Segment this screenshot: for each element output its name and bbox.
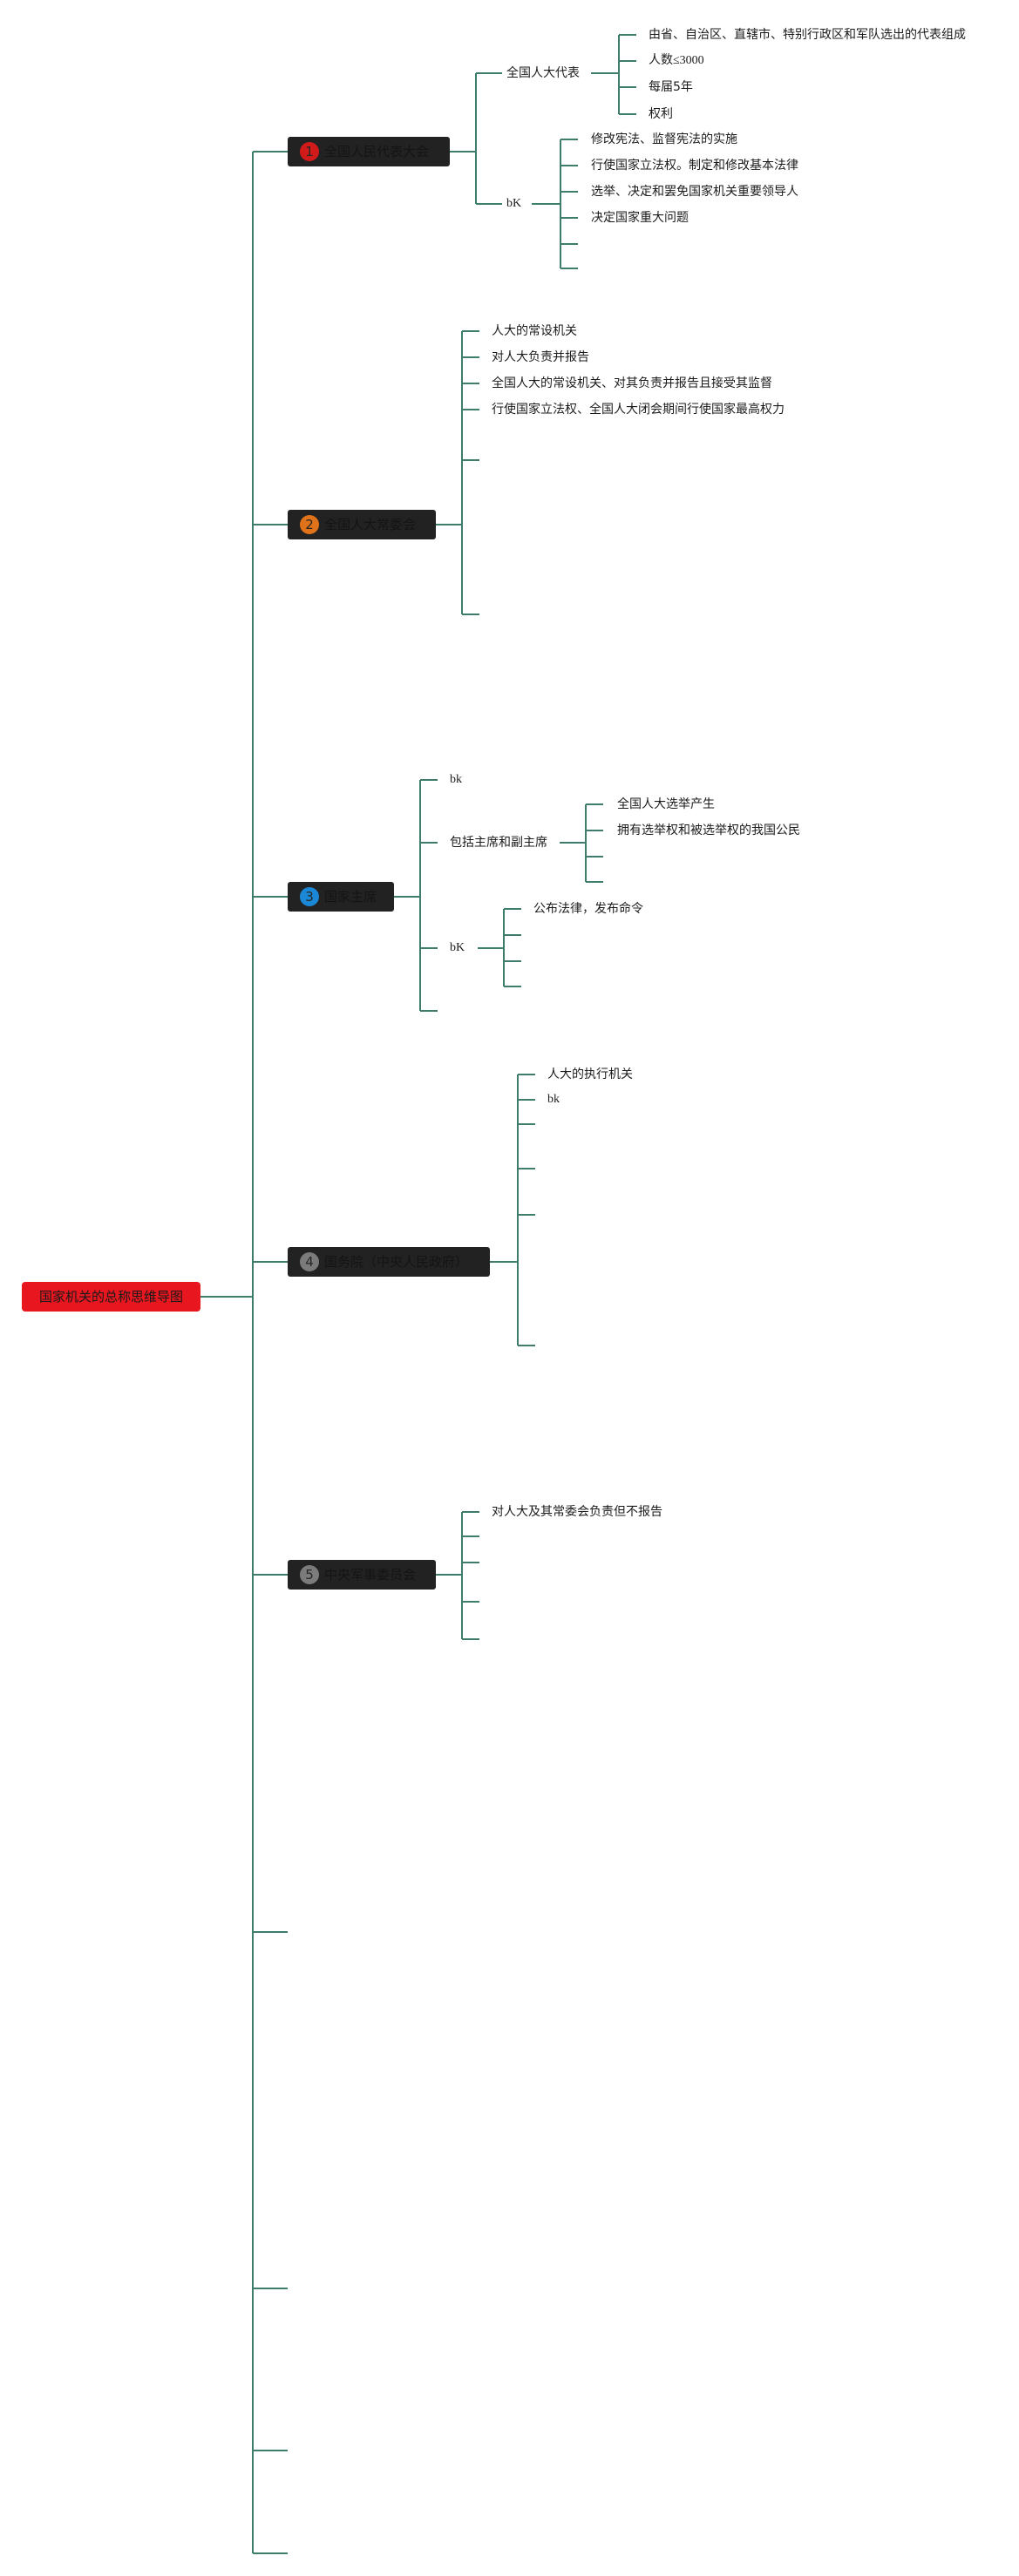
node-legislative-power[interactable]: 行使国家立法权、全国人大闭会期间行使国家最高权力 <box>492 403 785 417</box>
root-topic[interactable]: 国家机关的总称思维导图 <box>22 1282 200 1312</box>
branch-label: 全国人民代表大会 <box>324 144 430 159</box>
node-deputies-number[interactable]: 人数≤3000 <box>649 54 704 67</box>
branch-npc-standing-committee[interactable]: 2 全国人大常委会 <box>288 510 436 539</box>
node-npc-powers[interactable]: bK <box>506 197 522 210</box>
branch-npc[interactable]: 1 全国人民代表大会 <box>288 137 450 166</box>
node-responsible-no-report[interactable]: 对人大及其常委会负责但不报告 <box>492 1505 662 1519</box>
branch-label: 全国人大常委会 <box>324 517 417 532</box>
branch-state-president[interactable]: 3 国家主席 <box>288 882 394 912</box>
node-president-powers[interactable]: bK <box>450 941 465 954</box>
node-executive-organ[interactable]: 人大的执行机关 <box>547 1068 633 1081</box>
node-elected-by-npc[interactable]: 全国人大选举产生 <box>617 797 715 811</box>
node-standing-organ[interactable]: 人大的常设机关 <box>492 324 577 338</box>
node-npc-power-decision[interactable]: 决定国家重大问题 <box>591 211 689 225</box>
number-badge: 1 <box>300 142 319 161</box>
node-eligible-citizen[interactable]: 拥有选举权和被选举权的我国公民 <box>617 824 800 837</box>
number-badge: 2 <box>300 515 319 534</box>
node-president-composition[interactable]: 包括主席和副主席 <box>450 836 547 850</box>
node-president-bk[interactable]: bk <box>450 773 462 786</box>
node-npc-deputies[interactable]: 全国人大代表 <box>506 66 580 80</box>
node-council-bk[interactable]: bk <box>547 1093 560 1106</box>
branch-central-military-commission[interactable]: 5 中央军事委员会 <box>288 1560 436 1590</box>
branch-state-council[interactable]: 4 国务院（中央人民政府） <box>288 1247 490 1277</box>
node-supervision[interactable]: 全国人大的常设机关、对其负责并报告且接受其监督 <box>492 376 772 390</box>
branch-label: 国家主席 <box>324 889 377 905</box>
node-responsible-report[interactable]: 对人大负责并报告 <box>492 350 589 364</box>
branch-label: 国务院（中央人民政府） <box>324 1254 469 1270</box>
node-deputies-rights[interactable]: 权利 <box>649 107 673 121</box>
branch-label: 中央军事委员会 <box>324 1567 417 1583</box>
number-badge: 4 <box>300 1252 319 1271</box>
node-deputies-composition[interactable]: 由省、自治区、直辖市、特别行政区和军队选出的代表组成 <box>649 28 966 42</box>
node-promulgate-laws[interactable]: 公布法律，发布命令 <box>533 902 643 916</box>
node-deputies-term[interactable]: 每届5年 <box>649 80 693 94</box>
node-npc-power-election[interactable]: 选举、决定和罢免国家机关重要领导人 <box>591 185 798 199</box>
number-badge: 5 <box>300 1565 319 1584</box>
node-npc-power-constitution[interactable]: 修改宪法、监督宪法的实施 <box>591 132 737 146</box>
number-badge: 3 <box>300 887 319 906</box>
node-npc-power-legislation[interactable]: 行使国家立法权。制定和修改基本法律 <box>591 159 798 173</box>
